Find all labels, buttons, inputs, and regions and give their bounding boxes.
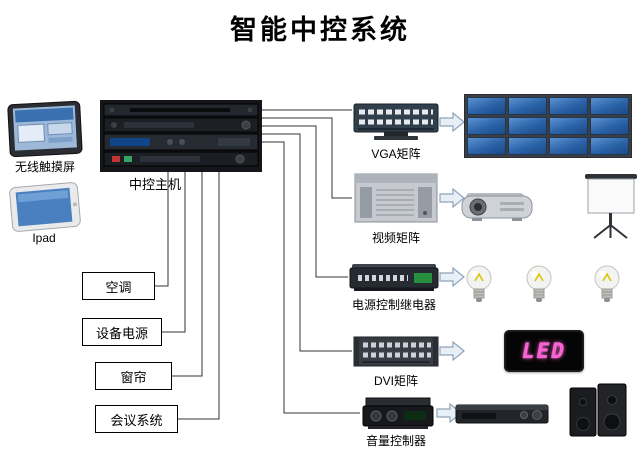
power-relay-label: 电源控制继电器 [351,298,436,312]
video-wall-panel [467,137,506,155]
video-wall-panel [508,97,547,115]
flow-arrow-icon [436,402,462,424]
flow-arrow-icon [439,111,465,133]
vga-matrix-icon [353,103,439,140]
box-air-conditioner: 空调 [82,272,155,300]
power-relay-icon [349,264,439,291]
volume-controller-label: 音量控制器 [365,434,426,448]
control-host-icon [100,100,262,172]
light-bulb-icon [594,265,620,302]
touchscreen-label: 无线触摸屏 [14,160,75,174]
video-matrix [352,170,440,226]
led-sign: LED [504,330,584,372]
flow-arrow-icon [439,187,465,209]
touchscreen-icon [7,100,83,158]
dvi-matrix-icon [353,336,439,367]
volume-controller-icon [362,397,434,429]
ipad-icon [9,182,81,232]
flow-arrow-icon [439,340,465,362]
box-conference-system: 会议系统 [95,405,178,433]
host-label: 中控主机 [128,177,181,192]
light-bulb-icon [466,265,492,302]
video-wall-panel [549,117,588,135]
light-bulb-icon [526,265,552,302]
projector [456,184,538,228]
video-wall-panel [590,137,629,155]
video-wall-panel [590,117,629,135]
box-equipment-power: 设备电源 [82,318,162,346]
dvi-matrix-label: DVI矩阵 [373,374,418,388]
video-matrix-icon [354,173,438,223]
led-sign-text: LED [522,339,566,363]
dvi-matrix [352,332,440,370]
volume-controller [360,394,436,432]
wireless-touchscreen [7,100,84,160]
power-relay [348,258,440,294]
video-matrix-label: 视频矩阵 [371,231,420,245]
video-wall-panel [549,97,588,115]
ipad [8,181,82,233]
projection-screen [582,172,640,240]
light-bulb-1 [463,263,495,305]
ipad-label: Ipad [32,231,56,245]
light-bulb-3 [591,263,623,305]
flow-arrow-icon [439,266,465,288]
amplifier [454,400,550,428]
light-bulb-2 [523,263,555,305]
page-title: 智能中控系统 [230,15,410,45]
video-wall [464,94,632,158]
box-curtain: 窗帘 [95,362,172,390]
video-wall-panel [590,97,629,115]
speaker-icon [569,383,627,437]
video-wall-panel [467,97,506,115]
video-wall-panel [508,117,547,135]
video-wall-panel [549,137,588,155]
video-wall-panel [467,117,506,135]
video-wall-panel [508,137,547,155]
projection-screen-icon [585,174,637,239]
amplifier-icon [455,404,549,424]
speakers [566,382,628,438]
projector-icon [461,193,533,221]
vga-matrix-label: VGA矩阵 [371,147,421,161]
control-host [100,100,262,172]
vga-matrix [352,102,440,144]
